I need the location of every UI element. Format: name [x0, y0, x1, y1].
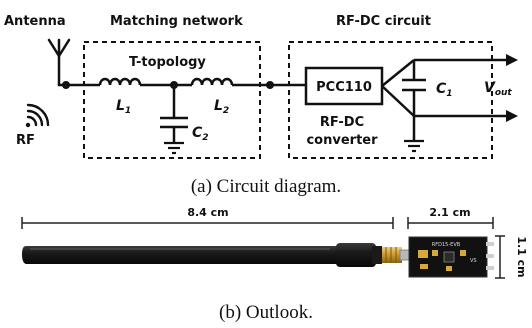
caption-circuit-diagram: (a) Circuit diagram. [190, 176, 342, 197]
converter-label-line2: converter [306, 133, 378, 148]
inductor-l1 [98, 77, 142, 86]
c1-label: C1 [436, 81, 453, 99]
outlook-photo: 8.4 cm 2.1 cm 1.1 cm [21, 206, 528, 279]
l1-label: L1 [116, 98, 131, 116]
board-width-dimension [407, 217, 494, 229]
c2-label: C2 [192, 125, 209, 143]
junction-dot [62, 81, 70, 89]
arrow-icon [506, 110, 518, 122]
antenna-icon [47, 38, 90, 87]
sma-connector [382, 247, 411, 263]
arrow-icon [506, 54, 518, 66]
board-pin-marks: VS [470, 258, 477, 264]
capacitor-c2 [160, 85, 188, 142]
circuit-diagram: Antenna Matching network RF-DC circuit R… [4, 14, 518, 159]
inductor-l2 [190, 77, 234, 86]
board-silkscreen: RFD15-EVB [432, 242, 461, 248]
antenna-dimension [21, 217, 394, 229]
rf-signal-icon [25, 103, 50, 128]
antenna-title: Antenna [4, 14, 66, 29]
board-width-label: 2.1 cm [429, 206, 470, 219]
chip-label: PCC110 [316, 80, 372, 95]
topology-label: T-topology [129, 55, 206, 70]
ground-icon [404, 139, 424, 153]
header-pins [486, 242, 494, 270]
board-height-dimension [495, 235, 505, 279]
pcb-board: RFD15-EVB VS [408, 236, 488, 278]
vout-label: Vout [484, 80, 512, 98]
junction-dot [266, 81, 274, 89]
antenna-length-label: 8.4 cm [187, 206, 228, 219]
converter-label-line1: RF-DC [320, 115, 364, 130]
board-height-label: 1.1 cm [515, 236, 528, 277]
ground-icon [164, 141, 184, 155]
matching-network-box [83, 41, 261, 159]
rf-label: RF [16, 133, 35, 148]
l2-label: L2 [214, 98, 229, 116]
output-wires [381, 58, 508, 140]
caption-outlook: (b) Outlook. [219, 302, 313, 323]
rfdc-circuit-box [288, 41, 493, 159]
matching-network-title: Matching network [110, 14, 243, 29]
antenna-photo [22, 243, 382, 267]
rfdc-circuit-title: RF-DC circuit [336, 14, 431, 29]
